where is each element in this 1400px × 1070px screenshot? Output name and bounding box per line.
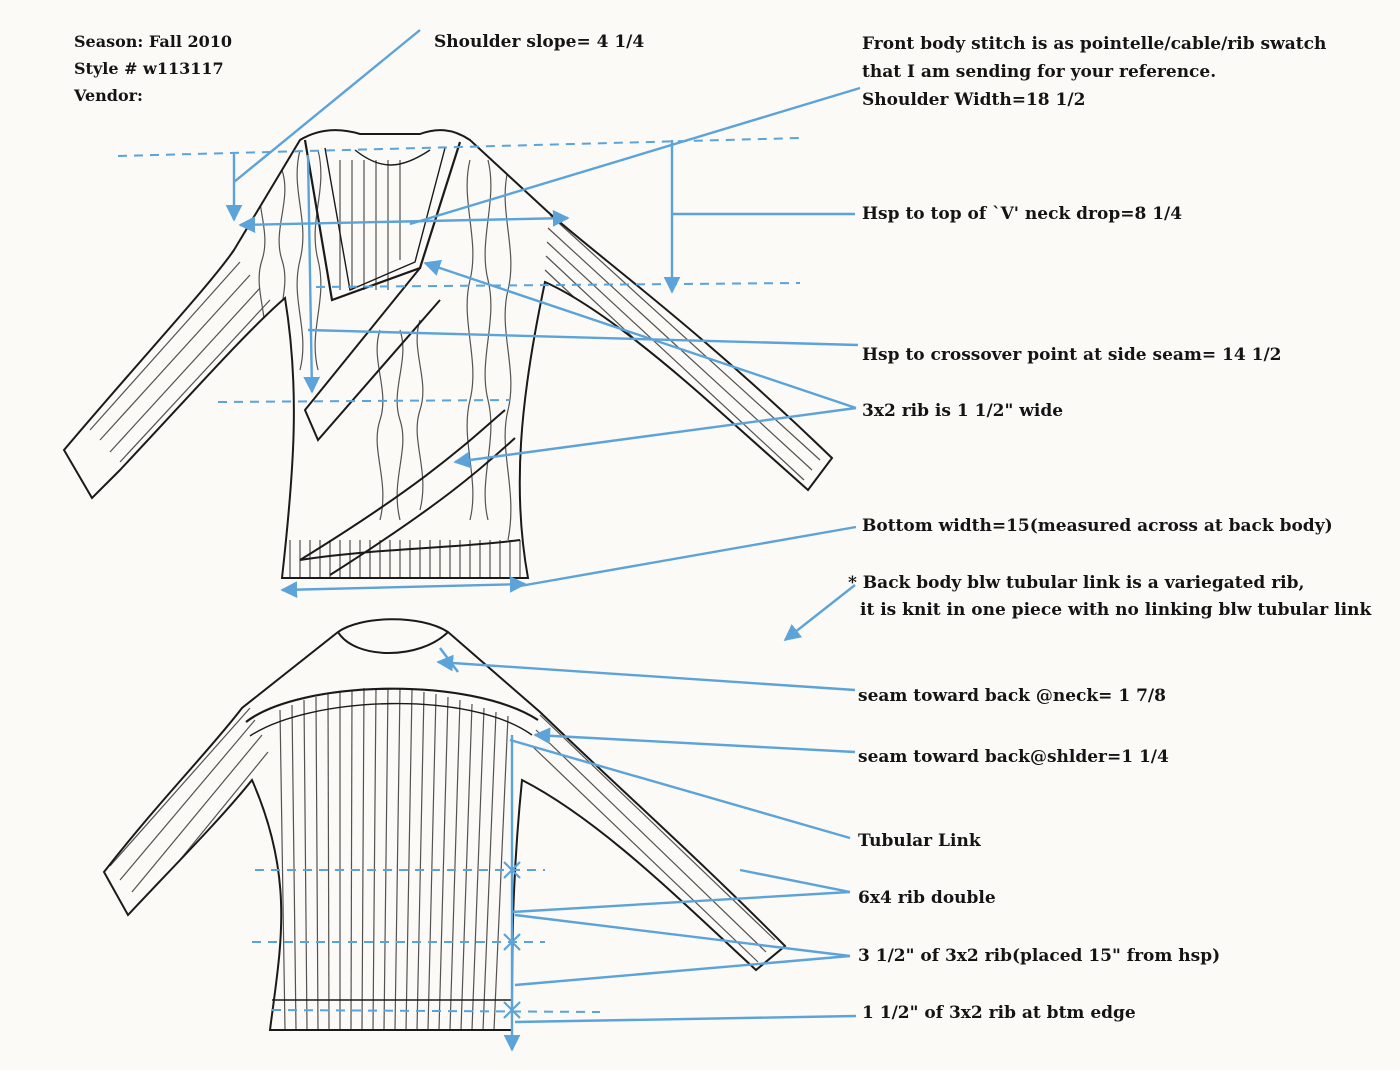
front-stitch-note-line2: that I am sending for your reference. [862,62,1217,82]
hsp-crossover-label: Hsp to crossover point at side seam= 14 … [862,345,1282,365]
shoulder-width-label: Shoulder Width=18 1/2 [862,90,1086,110]
back-body-note-line1: * Back body blw tubular link is a varieg… [848,573,1305,593]
back-sleeve-texture [109,701,783,963]
front-sweater-outline [62,129,834,579]
front-stitch-note-line1: Front body stitch is as pointelle/cable/… [862,34,1327,54]
back-body-rib [279,687,509,1030]
style-number-label: Style # w113117 [74,59,224,78]
bottom-width-label: Bottom width=15(measured across at back … [862,516,1333,536]
back-neck-rib [337,631,449,654]
front-sweater-sketch [62,129,834,579]
season-label: Season: Fall 2010 [74,32,232,51]
vendor-label: Vendor: [74,86,143,105]
shoulder-slope-label: Shoulder slope= 4 1/4 [434,32,645,52]
measurement-annotations [117,29,861,1052]
back-sweater-sketch [102,618,787,1031]
tubular-link-label: Tubular Link [858,831,981,851]
front-wrap-band [303,267,441,442]
hsp-v-neck-label: Hsp to top of `V' neck drop=8 1/4 [862,204,1183,224]
x-ticks [503,861,521,1019]
front-left-sleeve-texture [69,239,271,463]
front-body-cables [258,149,512,541]
seam-shoulder-label: seam toward back@shlder=1 1/4 [858,747,1169,767]
back-body-note-line2: it is knit in one piece with no linking … [860,600,1372,620]
rib-width-label: 3x2 rib is 1 1/2" wide [862,401,1064,421]
rib-placed-label: 3 1/2" of 3x2 rib(placed 15" from hsp) [858,946,1221,966]
seam-neck-label: seam toward back @neck= 1 7/8 [858,686,1166,706]
dashed-reference-lines [117,137,801,1013]
back-sweater-outline [102,618,787,1031]
rib-bottom-edge-label: 1 1/2" of 3x2 rib at btm edge [862,1003,1136,1023]
rib-double-label: 6x4 rib double [858,888,996,908]
